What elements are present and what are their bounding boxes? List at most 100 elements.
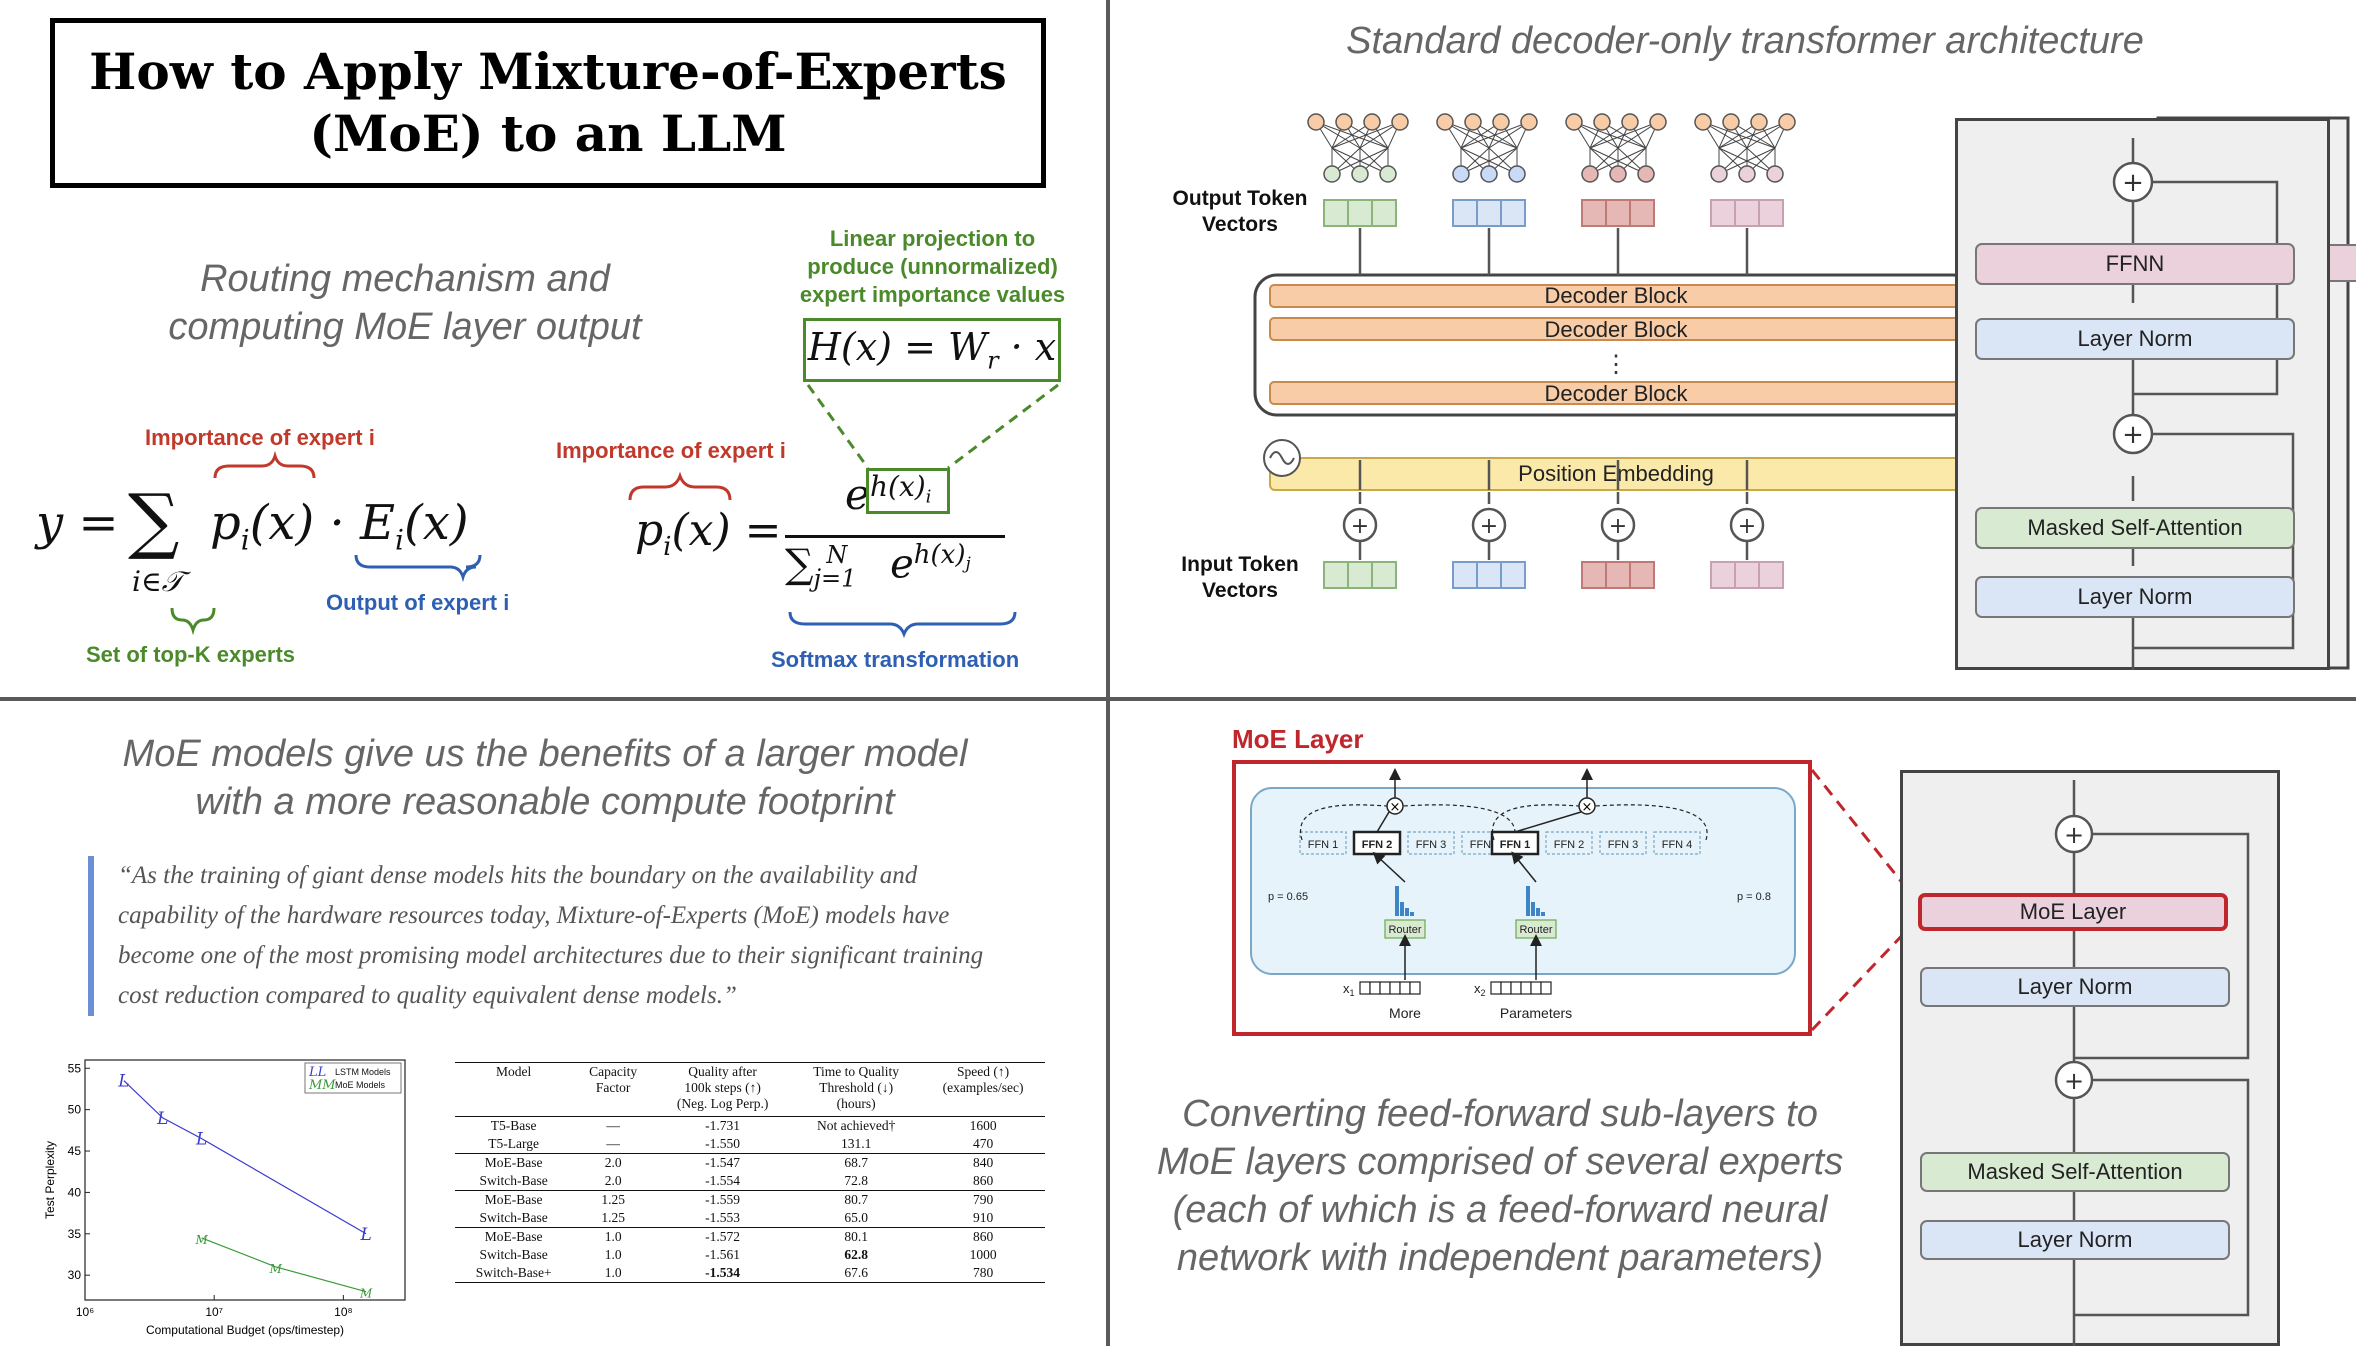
table-cell: 131.1 — [840, 1136, 872, 1151]
router-probability: p = 0.65 — [1268, 891, 1308, 903]
input-vector-cell — [1500, 561, 1526, 589]
table-header-cell: Quality after 100k steps (↑) (Neg. Log P… — [676, 1064, 769, 1111]
token-columns: ++++ — [1307, 113, 1796, 589]
stack-moe-layer-label: MoE Layer — [2019, 899, 2127, 924]
detail-layer-norm-bottom: Layer Norm — [1975, 576, 2295, 618]
x-tick-label: 10⁶ — [76, 1305, 94, 1319]
routing-annotations — [170, 383, 1059, 639]
network-edge — [1460, 121, 1530, 149]
series-point: L — [117, 1072, 129, 1092]
table-cell: 62.8 — [844, 1247, 868, 1262]
router-label: Router — [1388, 924, 1421, 936]
router-arrow — [1511, 851, 1537, 883]
table-cell: Switch-Base — [479, 1173, 548, 1188]
eq2-numerator: e — [845, 470, 870, 519]
token-column-2: + — [1436, 113, 1538, 589]
network-node — [1508, 165, 1526, 183]
detail-masked-attention-label: Masked Self-Attention — [2027, 515, 2243, 540]
table-cell: -1.534 — [705, 1265, 741, 1280]
token-cell — [1369, 981, 1381, 995]
input-vector-cell — [1371, 561, 1397, 589]
output-token-label: Output Token Vectors — [1172, 187, 1308, 236]
moe-layer-title: MoE Layer — [1232, 724, 1364, 754]
router-histogram-bar — [1531, 902, 1535, 916]
table-cell: 860 — [972, 1173, 994, 1188]
svg-text:+: + — [2122, 168, 2144, 198]
token-cell — [1399, 981, 1411, 995]
stack-masked-attention: Masked Self-Attention — [1920, 1152, 2230, 1192]
expert-ffn-label: FFN 2 — [1554, 839, 1585, 851]
table-cell: 780 — [972, 1265, 994, 1280]
moe-inner-panel — [1250, 787, 1796, 975]
expert-ffn-box — [1599, 831, 1647, 855]
expert-ffn-box — [1407, 831, 1455, 855]
detail-layer-norm-bottom-label: Layer Norm — [2077, 584, 2193, 609]
expert-ffn-label: FFN 1 — [1308, 839, 1339, 851]
x-tick-label: 10⁷ — [205, 1305, 223, 1319]
gating-path — [1402, 804, 1516, 841]
add-icon-glyph: + — [1738, 514, 1756, 539]
input-vector-cell — [1734, 561, 1760, 589]
decoder-detail-arrows: + + — [2112, 138, 2295, 670]
table-cell: -1.547 — [653, 1153, 792, 1172]
network-node — [1452, 165, 1470, 183]
linear-projection-box: H(x) = Wr · x — [803, 318, 1061, 382]
output-vector-cell — [1452, 199, 1478, 227]
table-cell: Switch-Base+ — [475, 1265, 552, 1280]
token-symbol: x1 — [1343, 981, 1355, 998]
x-axis-label: Computational Budget (ops/timestep) — [146, 1323, 344, 1337]
router-histogram-bar — [1526, 886, 1530, 916]
stack-masked-attention-label: Masked Self-Attention — [1967, 1159, 2183, 1184]
table-cell: -1.554 — [705, 1173, 741, 1188]
network-edge — [1331, 121, 1401, 149]
network-node — [1649, 113, 1667, 131]
token-word: More — [1389, 1005, 1421, 1021]
token-cell — [1379, 981, 1391, 995]
table-cell: 80.7 — [791, 1190, 922, 1209]
network-node — [1637, 165, 1655, 183]
network-node — [1323, 165, 1341, 183]
benefits-heading: MoE models give us the benefits of a lar… — [122, 733, 968, 823]
output-vector-cell — [1758, 199, 1784, 227]
input-vector-cell — [1605, 561, 1631, 589]
main-title: How to Apply Mixture-of-Experts (MoE) to… — [89, 42, 1007, 163]
legend-label: MoE Models — [335, 1080, 386, 1090]
eq1-importance-label: Importance of expert i — [145, 425, 375, 450]
table-cell: 910 — [972, 1210, 994, 1225]
quote-bar — [88, 856, 94, 1016]
output-vector-cell — [1581, 199, 1607, 227]
legend-box — [304, 1062, 402, 1094]
table-cell: -1.550 — [705, 1136, 741, 1151]
eq2-bottom-brace — [788, 611, 1017, 639]
legend-marker: MM — [308, 1078, 336, 1093]
token-cell — [1359, 981, 1371, 995]
network-node — [1379, 165, 1397, 183]
eq1-topk-label: Set of top-K experts — [86, 642, 296, 667]
network-node — [1750, 113, 1768, 131]
expert-output-arrow — [1514, 811, 1582, 833]
add-icon — [1600, 507, 1636, 543]
network-node — [1351, 165, 1369, 183]
table-cell: 68.7 — [791, 1153, 922, 1172]
network-node — [1593, 113, 1611, 131]
table-cell: -1.731 — [653, 1116, 792, 1135]
table-header-cell: Model — [496, 1064, 532, 1079]
network-node — [1307, 113, 1325, 131]
stack-layer-norm-bottom: Layer Norm — [1920, 1220, 2230, 1260]
moe-connectors — [1812, 769, 1914, 1032]
input-vector-cell — [1452, 561, 1478, 589]
eq2-lhs: pi(x) = — [635, 505, 782, 562]
proj-dashed-left — [806, 384, 870, 469]
network-edge — [1589, 147, 1647, 175]
table-cell: 1000 — [969, 1247, 997, 1262]
network-edge — [1718, 147, 1776, 175]
svg-text:+: + — [2064, 1067, 2084, 1095]
network-node — [1565, 113, 1583, 131]
